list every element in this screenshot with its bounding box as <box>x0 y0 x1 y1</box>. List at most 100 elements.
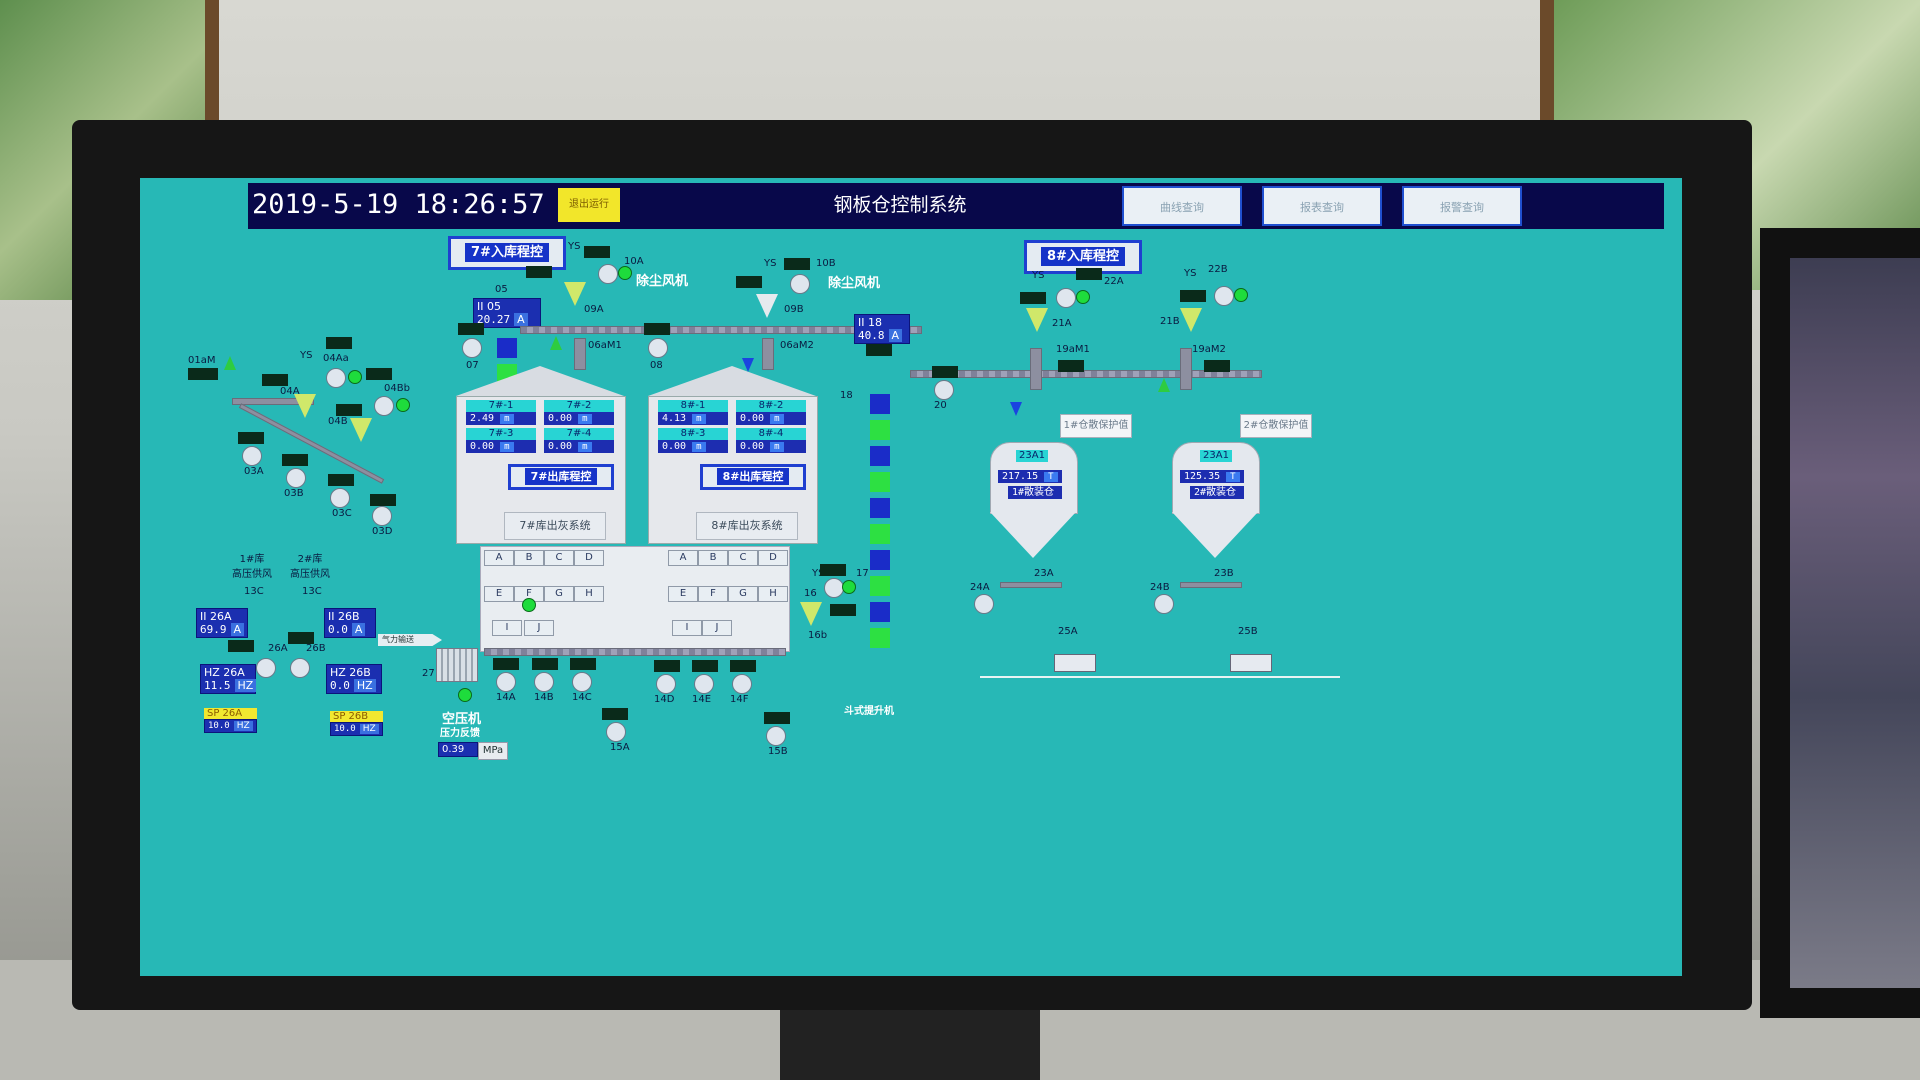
dust-fan-label-b: 除尘风机 <box>828 276 881 291</box>
cyclone-04b-label: 04B <box>328 416 348 427</box>
silo8-gate-b[interactable]: B <box>698 550 728 566</box>
silo8-cell-3-value: 0.00 <box>662 441 687 452</box>
status-tag <box>584 246 610 258</box>
motor-03c-label: 03C <box>332 508 352 519</box>
motor-14c-icon[interactable] <box>572 672 592 692</box>
silo8-gate-c[interactable]: C <box>728 550 758 566</box>
silo7-outbound-program-button[interactable]: 7#出库程控 <box>508 464 614 490</box>
fan-24a-icon[interactable] <box>974 594 994 614</box>
motor-03d-icon[interactable] <box>372 506 392 526</box>
ii05-meter-label: II 05 <box>477 300 501 313</box>
silo8-cell-4-unit: m <box>770 442 784 452</box>
cyclone-16-icon[interactable] <box>800 602 822 626</box>
fan-icon[interactable] <box>326 368 346 388</box>
alarm-query-button[interactable]: 报警查询 <box>1402 186 1522 226</box>
silo7-gate-h[interactable]: H <box>574 586 604 602</box>
silo7-gate-a[interactable]: A <box>484 550 514 566</box>
motor-03a-icon[interactable] <box>242 446 262 466</box>
silo8-cell-3-name: 8#-3 <box>658 428 728 440</box>
cyclone-09b-icon[interactable] <box>756 294 778 318</box>
cyclone-21b-icon[interactable] <box>1180 308 1202 332</box>
motor-07-icon[interactable] <box>462 338 482 358</box>
silo8-gate-f[interactable]: F <box>698 586 728 602</box>
fan-24b-icon[interactable] <box>1154 594 1174 614</box>
silo7-roof <box>456 366 624 396</box>
fan-10b-icon[interactable] <box>790 274 810 294</box>
dust-fan-label-a: 除尘风机 <box>636 274 689 289</box>
bulk-truck-1-icon <box>1054 654 1096 672</box>
motor-07-label: 07 <box>466 360 479 371</box>
motor-14d-label: 14D <box>654 694 675 705</box>
silo7-gate-b[interactable]: B <box>514 550 544 566</box>
running-indicator-icon <box>458 688 472 702</box>
valve-19am1-icon[interactable] <box>1030 348 1042 390</box>
silo7-gate-d[interactable]: D <box>574 550 604 566</box>
motor-20-icon[interactable] <box>934 380 954 400</box>
motor-15a-icon[interactable] <box>606 722 626 742</box>
silo8-gate-i[interactable]: I <box>672 620 702 636</box>
silo8-gate-j[interactable]: J <box>702 620 732 636</box>
report-query-button[interactable]: 报表查询 <box>1262 186 1382 226</box>
valve-23b-label: 23B <box>1214 568 1234 579</box>
valve-19am2-icon[interactable] <box>1180 348 1192 390</box>
motor-14b-icon[interactable] <box>534 672 554 692</box>
fan-22b-icon[interactable] <box>1214 286 1234 306</box>
motor-08-icon[interactable] <box>648 338 668 358</box>
silo8-gate-h[interactable]: H <box>758 586 788 602</box>
silo7-outflow-system-button[interactable]: 7#库出灰系统 <box>504 512 606 540</box>
silo8-gate-g[interactable]: G <box>728 586 758 602</box>
silo8-outflow-system-button[interactable]: 8#库出灰系统 <box>696 512 798 540</box>
motor-15b-icon[interactable] <box>766 726 786 746</box>
silo7-gate-c[interactable]: C <box>544 550 574 566</box>
silo8-cell-4-name: 8#-4 <box>736 428 806 440</box>
cyclone-04a-icon[interactable] <box>294 394 316 418</box>
silo7-gate-g[interactable]: G <box>544 586 574 602</box>
silo7-gate-i[interactable]: I <box>492 620 522 636</box>
silo7-gate-j[interactable]: J <box>524 620 554 636</box>
fan-10a-icon[interactable] <box>598 264 618 284</box>
fan-icon[interactable] <box>374 396 394 416</box>
silo8-outbound-program-button[interactable]: 8#出库程控 <box>700 464 806 490</box>
elevator-segment <box>870 602 890 622</box>
hz26b-meter-unit: HZ <box>353 679 376 692</box>
cyclone-09a-icon[interactable] <box>564 282 586 306</box>
bulk1-tag: 23A1 <box>1016 450 1048 462</box>
motor-03c-icon[interactable] <box>330 488 350 508</box>
cyclone-04b-icon[interactable] <box>350 418 372 442</box>
status-tag <box>602 708 628 720</box>
motor-14d-icon[interactable] <box>656 674 676 694</box>
silo8-gate-d[interactable]: D <box>758 550 788 566</box>
silo7-inbound-program-button[interactable]: 7#入库程控 <box>448 236 566 270</box>
elevator-segment <box>870 420 890 440</box>
status-tag <box>1180 290 1206 302</box>
motor-14f-icon[interactable] <box>732 674 752 694</box>
silo8-gate-e[interactable]: E <box>668 586 698 602</box>
status-tag <box>228 640 254 652</box>
silo7-gate-e[interactable]: E <box>484 586 514 602</box>
bucket-elevator-label: 斗式提升机 <box>844 706 894 717</box>
motor-03b-label: 03B <box>284 488 304 499</box>
blower-26b-icon[interactable] <box>290 658 310 678</box>
fan-17-icon[interactable] <box>824 578 844 598</box>
cyclone-21a-label: 21A <box>1052 318 1072 329</box>
silo8-gate-a[interactable]: A <box>668 550 698 566</box>
ii26b-meter-label: II 26B <box>328 610 360 623</box>
motor-03b-icon[interactable] <box>286 468 306 488</box>
motor-14a-icon[interactable] <box>496 672 516 692</box>
curve-query-button[interactable]: 曲线查询 <box>1122 186 1242 226</box>
cyclone-21a-icon[interactable] <box>1026 308 1048 332</box>
air-compressor-icon[interactable] <box>436 648 478 682</box>
ground-line <box>980 676 1340 678</box>
elevator-segment <box>870 472 890 492</box>
exit-run-button[interactable]: 退出运行 <box>558 188 620 222</box>
motor-14e-icon[interactable] <box>694 674 714 694</box>
fan-22a-icon[interactable] <box>1056 288 1076 308</box>
blower-26a-icon[interactable] <box>256 658 276 678</box>
